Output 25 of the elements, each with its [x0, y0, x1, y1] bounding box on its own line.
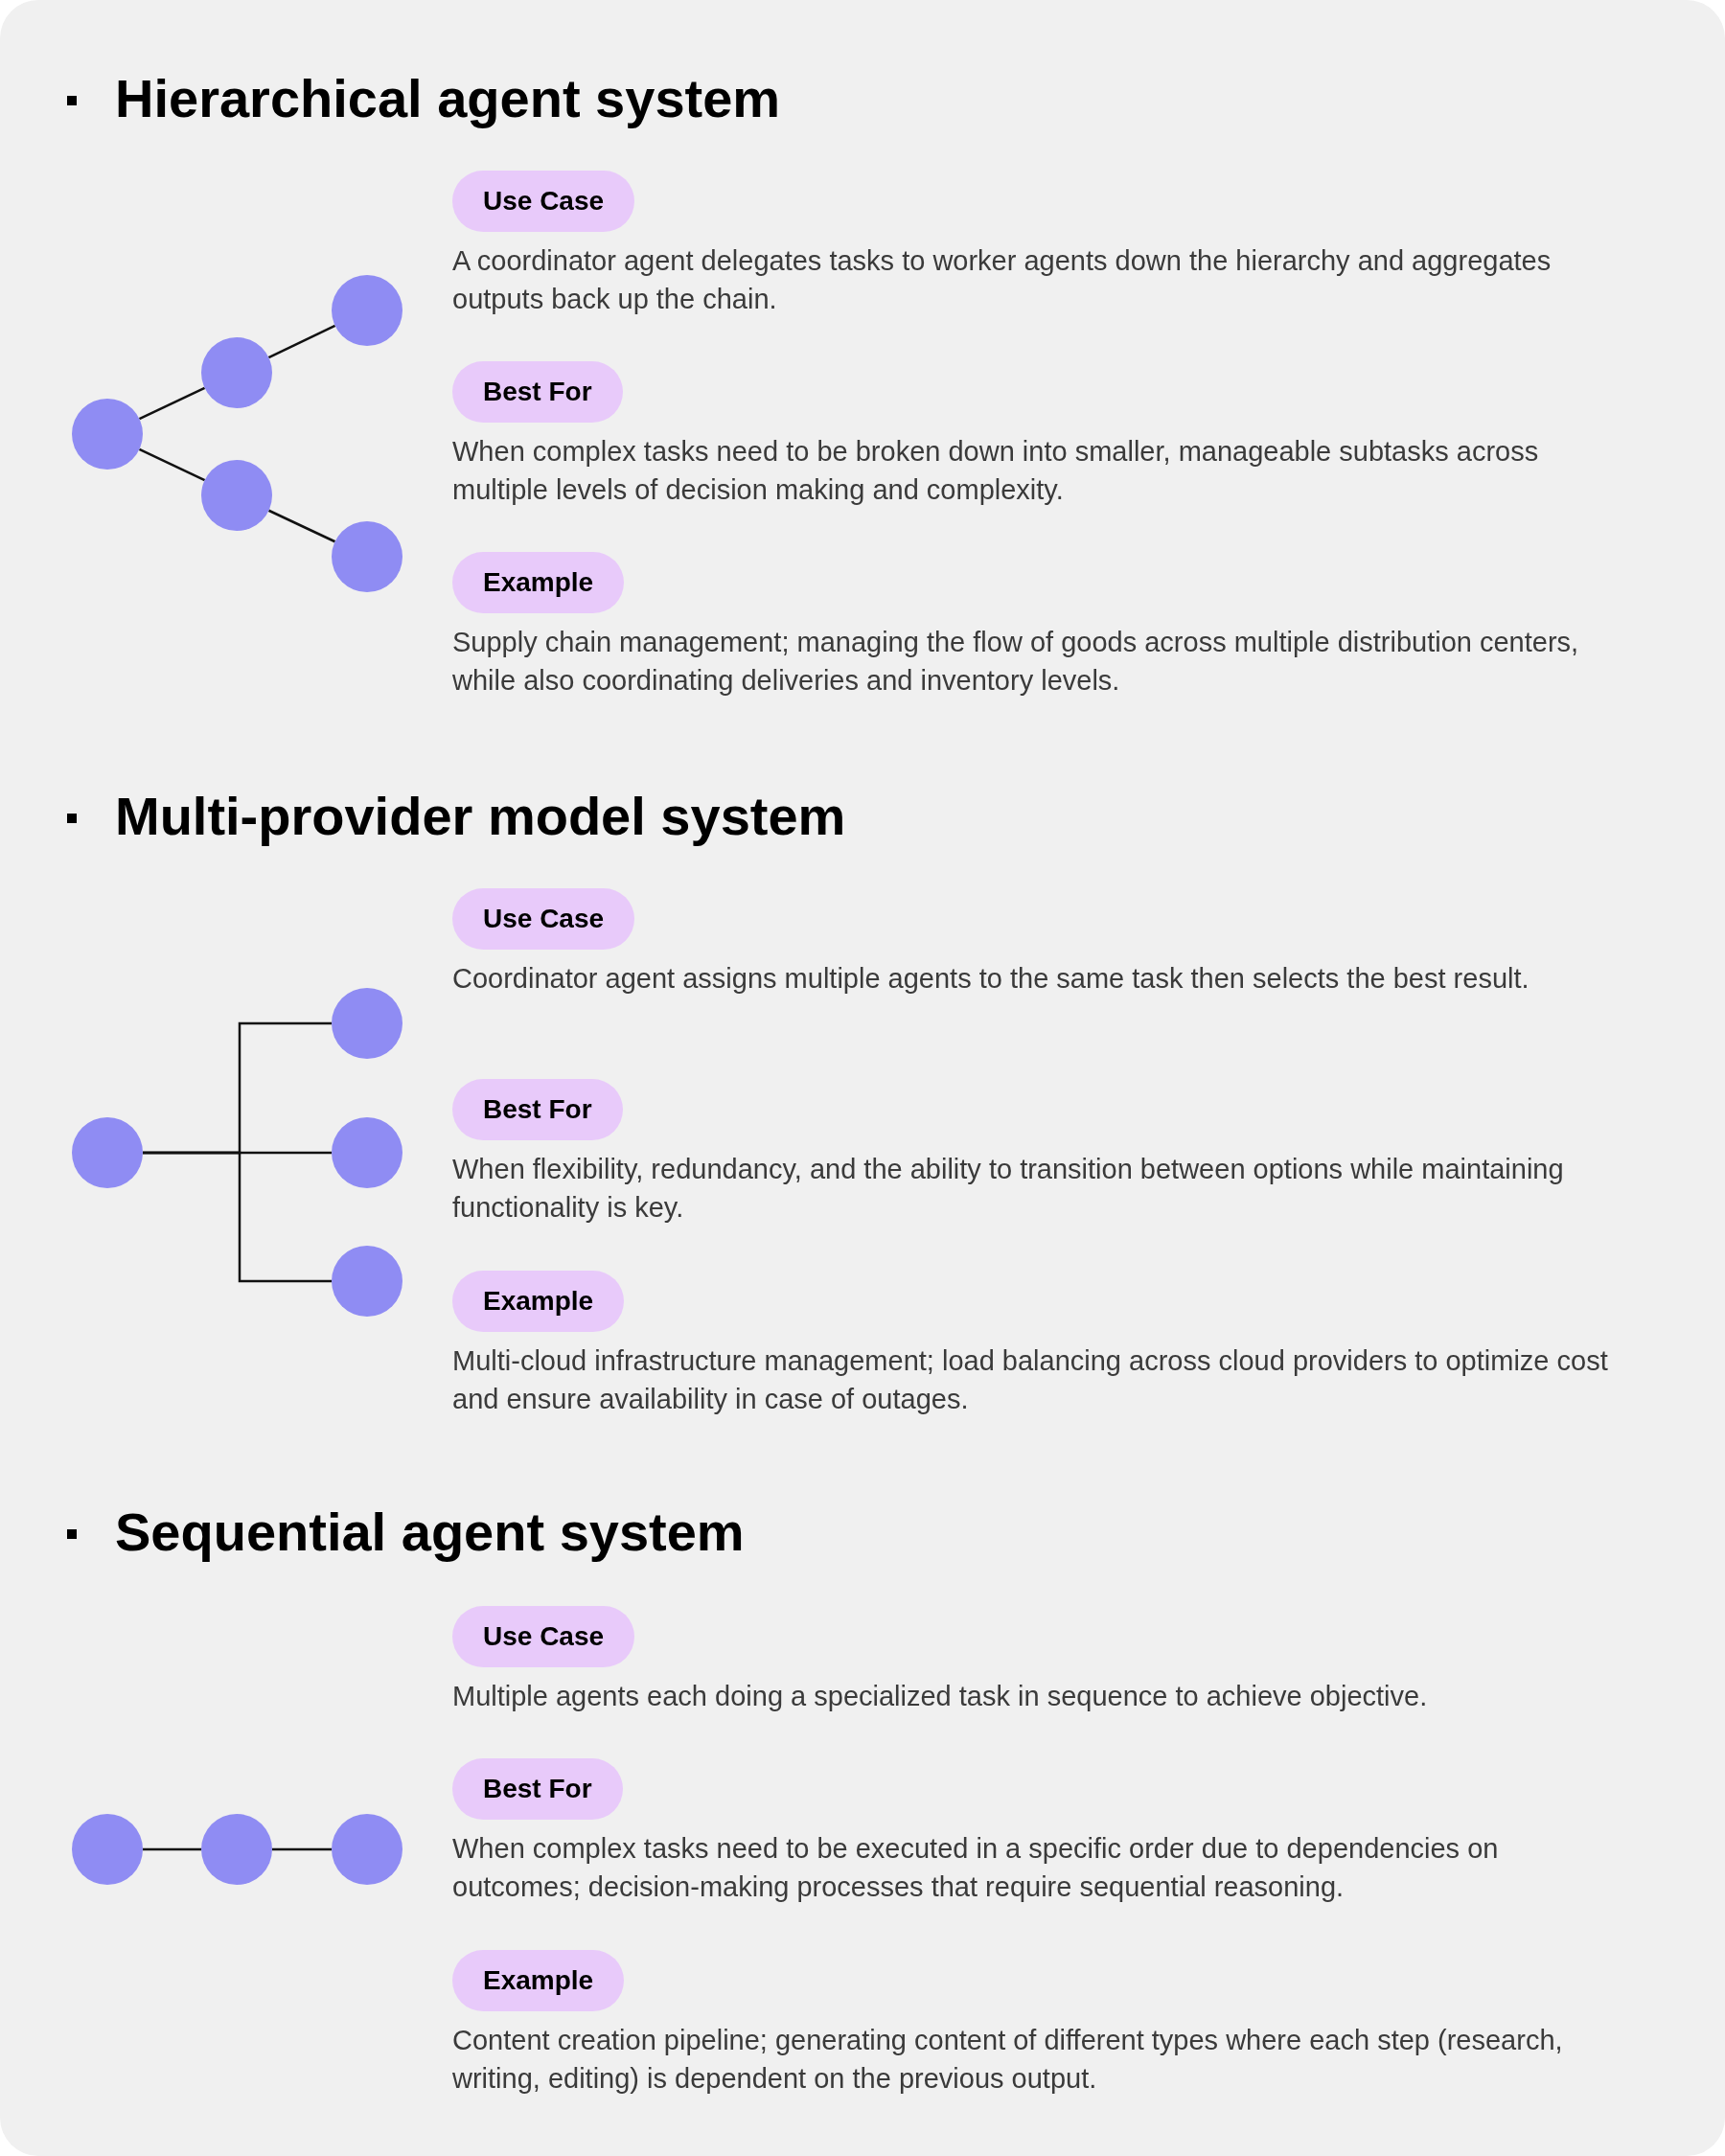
connector-line — [267, 509, 336, 543]
connector-line — [267, 324, 336, 359]
category-pill: Use Case — [452, 1606, 635, 1667]
description-text: Multi-cloud infrastructure management; load balancing across cloud providers to optimize cost and ensure availability in case of outages. — [452, 1344, 1609, 1416]
category-pill: Example — [452, 1950, 625, 2011]
category-pill: Best For — [452, 1758, 623, 1820]
description-text: When complex tasks need to be executed in a specific order due to dependencies on outcomes; decision-making processes that require sequential reasoning. — [452, 1832, 1500, 1904]
connector-line — [143, 1151, 332, 1283]
connector-line — [138, 447, 206, 482]
connector-line — [138, 386, 206, 421]
category-pill: Best For — [452, 1079, 623, 1140]
category-pill: Use Case — [452, 171, 635, 232]
description-text: Content creation pipeline; generating content of different types where each step (research, writing, editing) is dependent on the previous output. — [452, 2024, 1564, 2096]
category-pill: Example — [452, 1271, 625, 1332]
description-text: When flexibility, redundancy, and the ability to transition between options while maintaining functionality is key. — [452, 1153, 1565, 1225]
category-pill: Example — [452, 552, 625, 613]
connector-line — [272, 1847, 332, 1851]
description-text: Supply chain management; managing the flow of goods across multiple distribution centers, while also coordinating deliveries and inventory levels. — [452, 626, 1580, 698]
description-text: When complex tasks need to be broken down into smaller, manageable subtasks across multiple levels of decision making and complexity. — [452, 435, 1540, 507]
category-pill: Best For — [452, 361, 623, 423]
description-text: Multiple agents each doing a specialized task in sequence to achieve objective. — [452, 1680, 1429, 1713]
category-pill: Use Case — [452, 888, 635, 950]
description-text: A coordinator agent delegates tasks to worker agents down the hierarchy and aggregates outputs back up the chain. — [452, 244, 1552, 316]
connector-line — [143, 1847, 201, 1851]
description-text: Coordinator agent assigns multiple agents to the same task then selects the best result. — [452, 962, 1530, 996]
